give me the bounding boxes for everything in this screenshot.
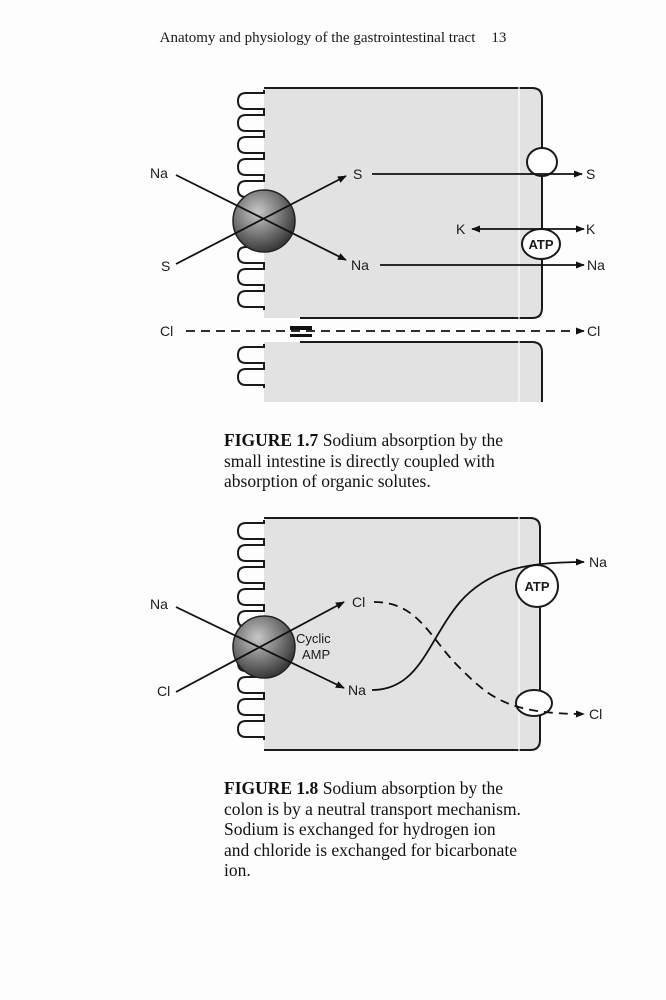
figure-1-8-caption-text: Sodium absorption by the colon is by a n… [224,778,521,880]
cl-intracellular-label: Cl [352,594,365,610]
na-intracellular-label: Na [348,682,366,698]
cl-serosal-label: Cl [589,706,602,722]
figure-1-7-caption-text: Sodium absorption by the small intestine… [224,430,504,491]
figure-1-7-diagram: ATP Na S S Na S K K Na Cl Cl [150,80,605,410]
figure-1-7-number: FIGURE 1.7 [224,430,319,450]
cyclic-label: Cyclic [296,631,331,646]
page-number: 13 [491,30,507,46]
na-serosal-label: Na [587,257,605,273]
running-head: Anatomy and physiology of the gastrointe… [0,30,666,47]
figure-1-8-diagram: ATP Na Cl Cl Na Cyclic AMP Na Cl [150,510,607,760]
microvillus [236,344,265,388]
cl-luminal-label: Cl [160,323,173,339]
cl-exchanger [515,689,553,717]
cotransporter-sphere [232,189,296,253]
k-serosal-label: K [586,221,596,237]
s-carrier-circle [526,147,558,177]
s-intracellular-label: S [353,166,362,182]
figure-1-7-caption: FIGURE 1.7 Sodium absorption by the smal… [224,430,524,492]
k-intracellular-label: K [456,221,466,237]
running-title: Anatomy and physiology of the gastrointe… [159,30,476,46]
na-luminal-label: Na [150,165,168,181]
cell-lower [264,342,542,402]
basolateral-membrane [264,87,543,150]
tight-junction [290,326,312,330]
colon-cell [264,518,540,750]
na-luminal-label: Na [150,596,168,612]
atp-label: ATP [528,237,553,252]
na-serosal-label: Na [589,554,607,570]
na-intracellular-label: Na [351,257,369,273]
s-serosal-label: S [586,166,595,182]
cell-upper [264,88,542,318]
atp-label: ATP [524,579,549,594]
amp-label: AMP [302,647,330,662]
cl-serosal-label: Cl [587,323,600,339]
cl-luminal-label: Cl [157,683,170,699]
basolateral-membrane [264,517,541,566]
exchanger-sphere [232,615,296,679]
figure-1-8-caption: FIGURE 1.8 Sodium absorption by the colo… [224,778,524,881]
figure-1-8-number: FIGURE 1.8 [224,778,319,798]
s-luminal-label: S [161,258,170,274]
